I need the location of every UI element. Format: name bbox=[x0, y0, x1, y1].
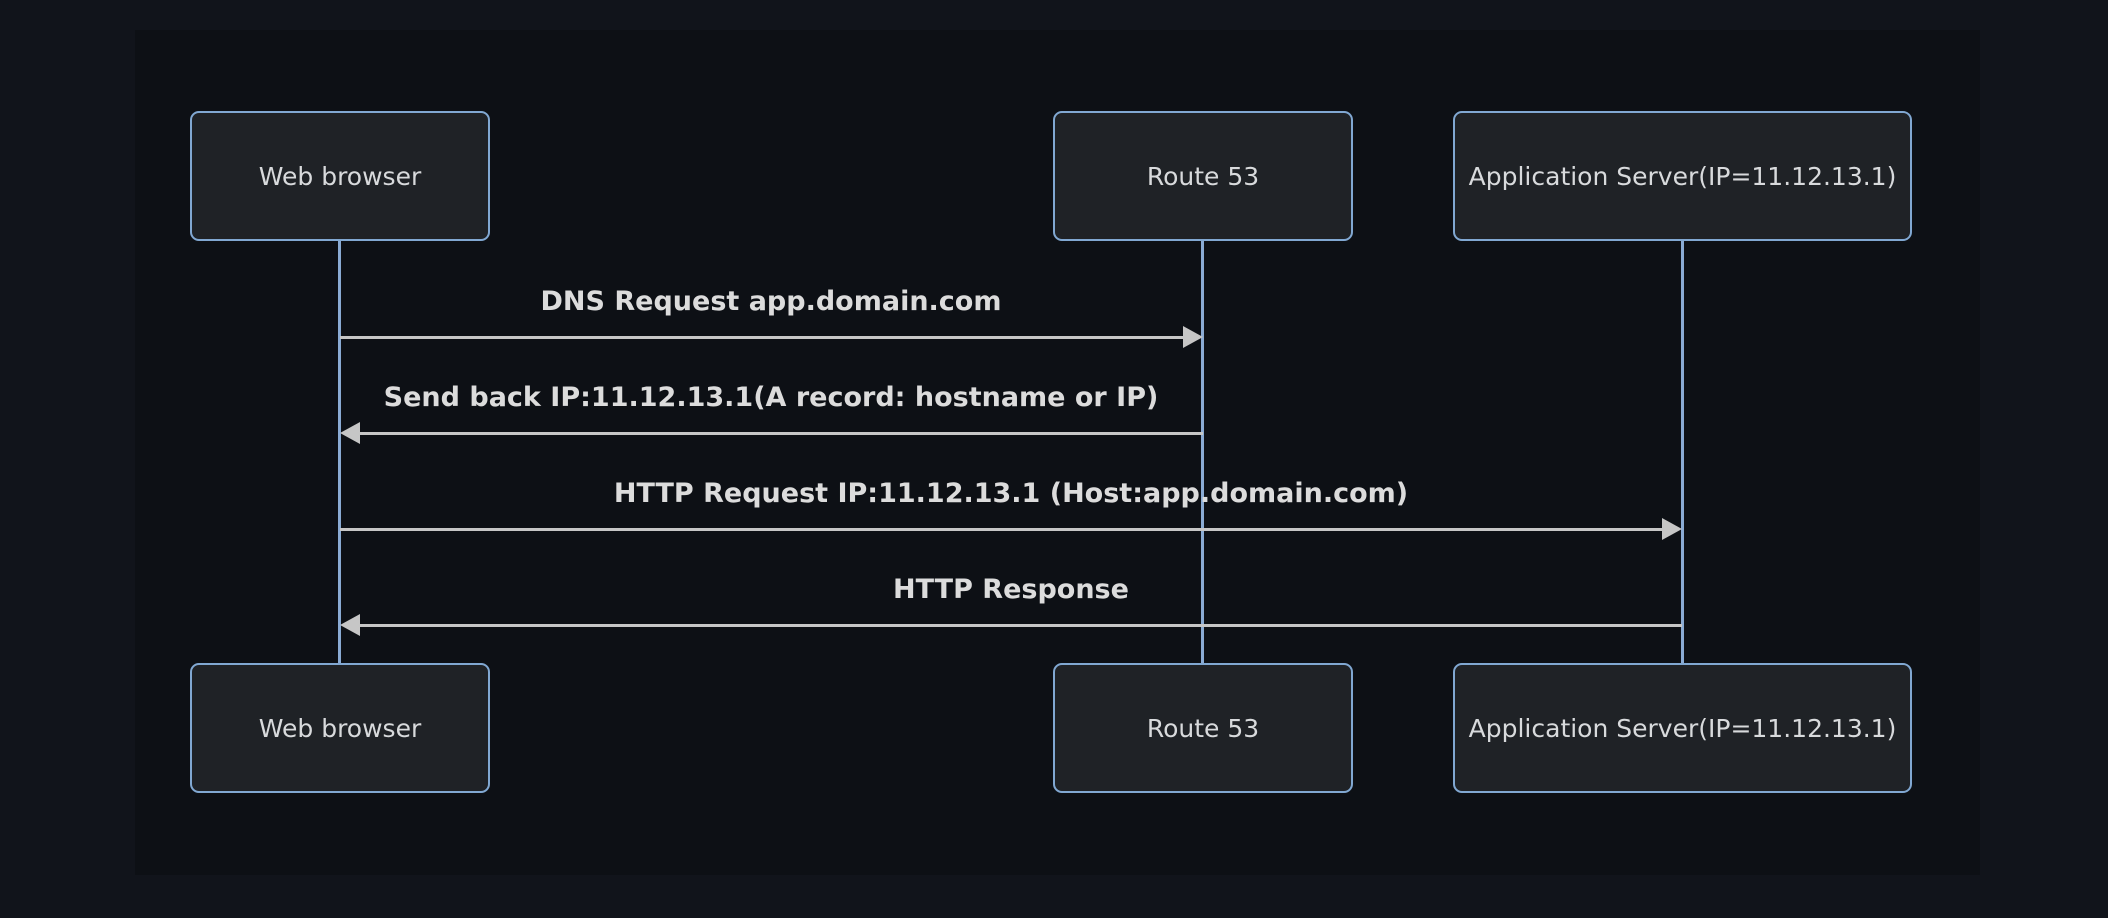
message-line-http-request bbox=[340, 528, 1664, 531]
lifeline-web-browser bbox=[338, 241, 341, 663]
actor-box-route-53-top: Route 53 bbox=[1053, 111, 1353, 241]
message-label-http-request: HTTP Request IP:11.12.13.1 (Host:app.dom… bbox=[613, 478, 1409, 509]
actor-box-web-browser-bottom: Web browser bbox=[190, 663, 490, 793]
actor-label: Route 53 bbox=[1146, 161, 1260, 191]
message-label-send-back-ip: Send back IP:11.12.13.1(A record: hostna… bbox=[383, 382, 1159, 413]
actor-label: Route 53 bbox=[1146, 713, 1260, 743]
actor-label: Web browser bbox=[258, 161, 422, 191]
lifeline-route-53 bbox=[1201, 241, 1204, 663]
actor-label: Web browser bbox=[258, 713, 422, 743]
actor-box-application-server-top: Application Server(IP=11.12.13.1) bbox=[1453, 111, 1912, 241]
arrowhead-left-icon bbox=[340, 614, 360, 636]
actor-label: Application Server(IP=11.12.13.1) bbox=[1468, 161, 1897, 191]
actor-label: Application Server(IP=11.12.13.1) bbox=[1468, 713, 1897, 743]
message-label-dns-request: DNS Request app.domain.com bbox=[540, 286, 1002, 317]
actor-box-web-browser-top: Web browser bbox=[190, 111, 490, 241]
actor-box-application-server-bottom: Application Server(IP=11.12.13.1) bbox=[1453, 663, 1912, 793]
actor-box-route-53-bottom: Route 53 bbox=[1053, 663, 1353, 793]
lifeline-application-server bbox=[1681, 241, 1684, 663]
message-label-http-response: HTTP Response bbox=[893, 574, 1129, 605]
message-line-send-back-ip bbox=[358, 432, 1203, 435]
message-line-http-response bbox=[358, 624, 1682, 627]
arrowhead-right-icon bbox=[1183, 326, 1203, 348]
message-line-dns-request bbox=[340, 336, 1185, 339]
arrowhead-right-icon bbox=[1662, 518, 1682, 540]
arrowhead-left-icon bbox=[340, 422, 360, 444]
